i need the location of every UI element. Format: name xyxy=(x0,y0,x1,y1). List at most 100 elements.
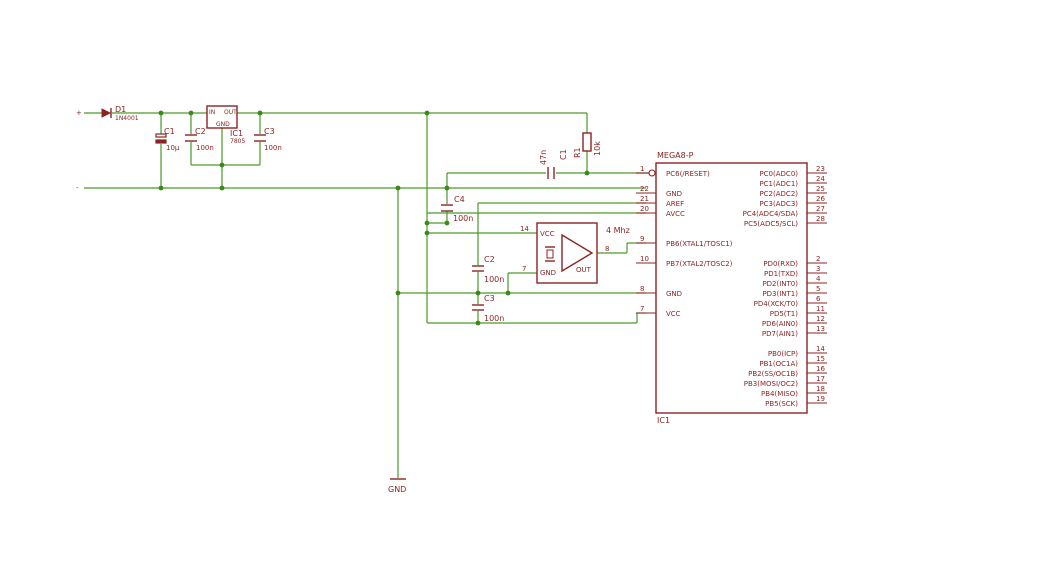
mcu-pin-label: PB7(XTAL2/TOSC2) xyxy=(666,260,733,268)
mcu-pin-number: 1 xyxy=(640,165,644,173)
mcu-pin-number: 24 xyxy=(816,175,825,183)
capacitor-c4: C4 100n xyxy=(441,195,473,223)
oscillator-buffer-symbol xyxy=(561,233,594,273)
mcu-pin-label: PD6(AIN0) xyxy=(762,320,798,328)
mcu-mega8: MEGA8-P IC1 1PC6(/RESET)22GND21AREF20AVC… xyxy=(636,151,827,425)
c3-mid-name: C3 xyxy=(484,294,495,303)
mcu-pin-label: PB6(XTAL1/TOSC1) xyxy=(666,240,733,248)
mcu-pin-label: PD7(AIN1) xyxy=(762,330,798,338)
mcu-pin-number: 13 xyxy=(816,325,825,333)
junction-dot xyxy=(475,290,481,296)
osc-out-label: OUT xyxy=(576,266,592,274)
capacitor-c3-mid: C3 100n xyxy=(472,294,504,323)
mcu-pin-number: 15 xyxy=(816,355,825,363)
mcu-pin-label: PD0(RXD) xyxy=(763,260,798,268)
mcu-pin-label: GND xyxy=(666,190,682,198)
c-reset-name: C1 xyxy=(559,149,568,160)
mcu-pin-number: 21 xyxy=(640,195,649,203)
junction-dot xyxy=(188,110,194,116)
mcu-pin-label: PB3(MOSI/OC2) xyxy=(744,380,798,388)
mcu-title: MEGA8-P xyxy=(657,151,694,160)
junction-dot xyxy=(158,185,164,191)
mcu-pin-label: AVCC xyxy=(666,210,685,218)
mcu-pin-number: 26 xyxy=(816,195,825,203)
reg-name: IC1 xyxy=(230,129,243,138)
mcu-pin-label: AREF xyxy=(666,200,684,208)
wires xyxy=(84,112,650,478)
mcu-pin-number: 8 xyxy=(640,285,644,293)
c3-left-name: C3 xyxy=(264,127,275,136)
c-reset-value: 47n xyxy=(539,150,548,165)
mcu-pin-number: 4 xyxy=(816,275,821,283)
junction-dot xyxy=(424,230,430,236)
mcu-name: IC1 xyxy=(657,416,670,425)
junction-dot xyxy=(257,110,263,116)
junction-dot xyxy=(444,185,450,191)
mcu-pin-number: 5 xyxy=(816,285,820,293)
mcu-pin-label: PB5(SCK) xyxy=(765,400,798,408)
mcu-pin-number: 6 xyxy=(816,295,821,303)
c4-name: C4 xyxy=(454,195,465,204)
mcu-pin-label: PD2(INT0) xyxy=(762,280,798,288)
regulator-body xyxy=(206,105,238,129)
mcu-pin-number: 3 xyxy=(816,265,820,273)
diode-d1: D1 1N4001 xyxy=(101,105,139,122)
c3-mid-value: 100n xyxy=(484,314,504,323)
c1-left-value: 10µ xyxy=(166,144,180,152)
mcu-pin-number: 27 xyxy=(816,205,825,213)
capacitor-c2-mid: C2 100n xyxy=(472,255,504,284)
junction-dot xyxy=(475,320,481,326)
oscillator-body xyxy=(536,222,598,284)
junctions xyxy=(158,110,590,326)
c4-value: 100n xyxy=(453,214,473,223)
osc-pin-vcc: 14 xyxy=(520,225,529,233)
mcu-pin-number: 7 xyxy=(640,305,644,313)
mcu-pin-number: 25 xyxy=(816,185,825,193)
osc-gnd-label: GND xyxy=(540,269,556,277)
mcu-pin-number: 28 xyxy=(816,215,825,223)
diode-triangle xyxy=(101,108,112,118)
mcu-pin-number: 18 xyxy=(816,385,825,393)
osc-pin-out: 8 xyxy=(605,245,609,253)
mcu-pin-label: PC2(ADC2) xyxy=(759,190,798,198)
mcu-pin-label: PC6(/RESET) xyxy=(666,170,710,178)
mcu-pin-number: 11 xyxy=(816,305,825,313)
c3-left-value: 100n xyxy=(264,144,282,152)
mcu-pin-number: 23 xyxy=(816,165,825,173)
mcu-pin-label: PD5(T1) xyxy=(770,310,799,318)
mcu-pin-label: PD3(INT1) xyxy=(762,290,798,298)
mcu-pin-label: PB1(OC1A) xyxy=(759,360,798,368)
mcu-body xyxy=(655,162,808,414)
junction-dot xyxy=(219,162,225,168)
mcu-pin-label: PC0(ADC0) xyxy=(759,170,798,178)
c2-mid-name: C2 xyxy=(484,255,495,264)
r1-value: 10k xyxy=(593,141,602,156)
junction-dot xyxy=(424,220,430,226)
reg-pin-out: OUT xyxy=(224,109,237,116)
reg-value: 7805 xyxy=(230,138,245,145)
mcu-pin-number: 10 xyxy=(640,255,649,263)
c2-mid-value: 100n xyxy=(484,275,504,284)
mcu-pin-number: 22 xyxy=(640,185,649,193)
junction-dot xyxy=(424,110,430,116)
junction-dot xyxy=(158,110,164,116)
c1-left-name: C1 xyxy=(164,127,175,136)
capacitor-c1-electrolytic: C1 10µ xyxy=(155,127,180,152)
crystal-icon xyxy=(546,249,554,259)
